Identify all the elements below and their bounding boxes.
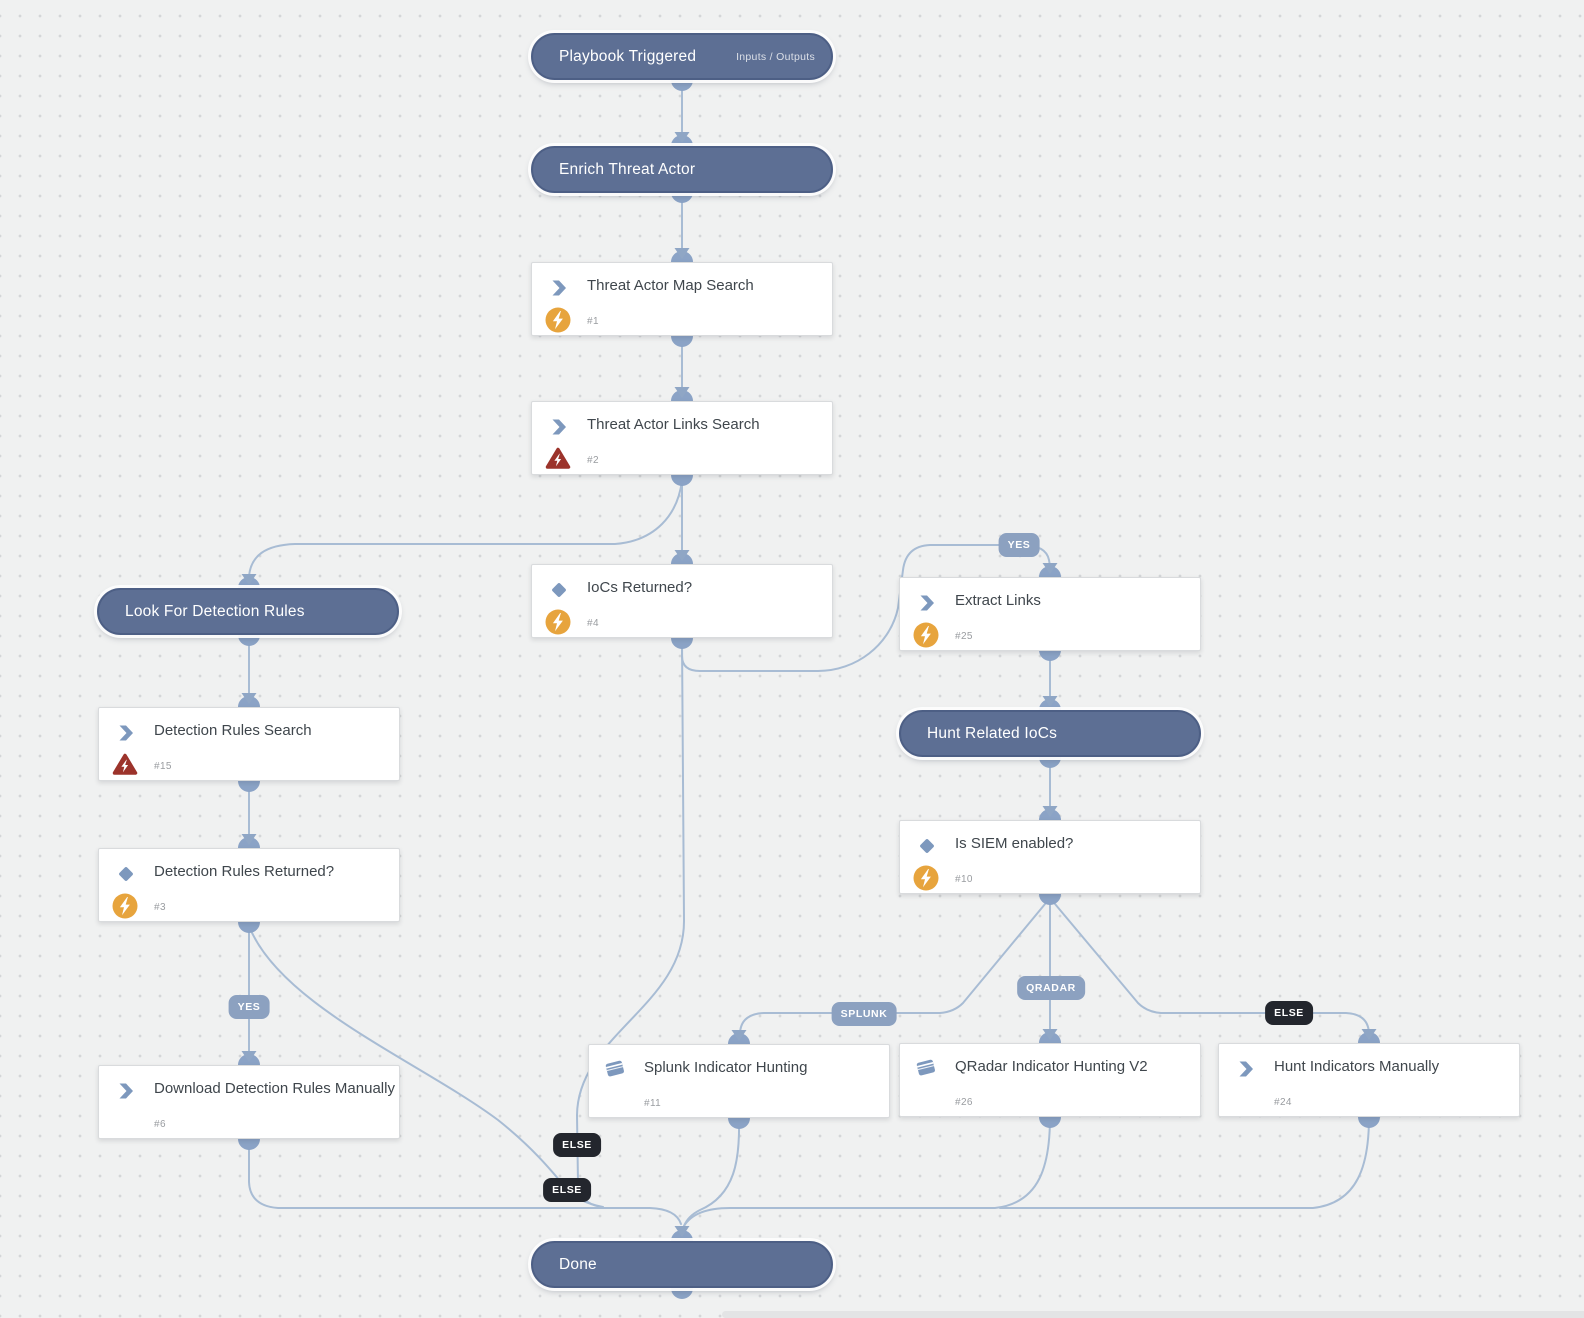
edge-arrowhead bbox=[674, 132, 690, 143]
node-number: #24 bbox=[1274, 1097, 1292, 1108]
action-chevron-icon bbox=[116, 723, 136, 743]
inputs-outputs-link[interactable]: Inputs / Outputs bbox=[736, 50, 815, 63]
success-lightning-icon bbox=[913, 622, 939, 648]
node-done[interactable]: Done bbox=[531, 1241, 833, 1288]
node-title: Splunk Indicator Hunting bbox=[644, 1059, 808, 1076]
branch-label-else-hunt-manually: ELSE bbox=[1265, 1001, 1313, 1025]
node-title: Threat Actor Links Search bbox=[587, 416, 760, 433]
edge-arrowhead bbox=[674, 387, 690, 398]
edge-download-to-done bbox=[248, 1138, 682, 1225]
node-number: #10 bbox=[955, 874, 973, 885]
node-title: Look For Detection Rules bbox=[125, 602, 305, 620]
node-extract-links[interactable]: Extract Links #25 bbox=[899, 577, 1201, 651]
node-detection-rules-search[interactable]: Detection Rules Search #15 bbox=[98, 707, 400, 781]
action-chevron-icon bbox=[549, 417, 569, 437]
success-lightning-icon bbox=[545, 307, 571, 333]
node-title: Is SIEM enabled? bbox=[955, 835, 1074, 852]
edge-arrowhead bbox=[1042, 806, 1058, 817]
action-chevron-icon bbox=[917, 593, 937, 613]
action-chevron-icon bbox=[1236, 1059, 1256, 1079]
playbook-book-icon bbox=[603, 1056, 627, 1080]
node-playbook-triggered[interactable]: Playbook Triggered Inputs / Outputs bbox=[531, 33, 833, 80]
failed-lightning-icon bbox=[112, 752, 138, 778]
node-title: QRadar Indicator Hunting V2 bbox=[955, 1058, 1148, 1075]
branch-label-yes-download: YES bbox=[228, 995, 270, 1019]
node-number: #2 bbox=[587, 455, 599, 466]
node-number: #4 bbox=[587, 618, 599, 629]
horizontal-scrollbar[interactable] bbox=[722, 1311, 1584, 1318]
node-is-siem-enabled[interactable]: Is SIEM enabled? #10 bbox=[899, 820, 1201, 894]
edge-splunk-to-done bbox=[683, 1117, 741, 1227]
node-look-for-detection-rules[interactable]: Look For Detection Rules bbox=[97, 588, 399, 635]
edge-arrowhead bbox=[1361, 1029, 1377, 1040]
edge-arrowhead bbox=[674, 1226, 690, 1237]
node-number: #26 bbox=[955, 1097, 973, 1108]
node-number: #25 bbox=[955, 631, 973, 642]
edge-arrowhead bbox=[674, 248, 690, 259]
edge-arrowhead bbox=[241, 1051, 257, 1062]
node-title: Enrich Threat Actor bbox=[559, 160, 696, 178]
node-hunt-indicators-manually[interactable]: Hunt Indicators Manually #24 bbox=[1218, 1043, 1520, 1117]
node-title: Hunt Related IoCs bbox=[927, 724, 1058, 742]
node-number: #15 bbox=[154, 761, 172, 772]
action-chevron-icon bbox=[549, 278, 569, 298]
node-title: Hunt Indicators Manually bbox=[1274, 1058, 1440, 1075]
action-chevron-icon bbox=[116, 1081, 136, 1101]
node-splunk-indicator-hunting[interactable]: Splunk Indicator Hunting #11 bbox=[588, 1044, 890, 1118]
edge-arrowhead bbox=[241, 834, 257, 845]
node-qradar-indicator-hunting-v2[interactable]: QRadar Indicator Hunting V2 #26 bbox=[899, 1043, 1201, 1117]
node-threat-actor-map-search[interactable]: Threat Actor Map Search #1 bbox=[531, 262, 833, 336]
edge-arrowhead bbox=[1042, 696, 1058, 707]
branch-label-yes-extract-links: YES bbox=[998, 533, 1040, 557]
branch-label-splunk: SPLUNK bbox=[831, 1002, 897, 1026]
node-threat-actor-links-search[interactable]: Threat Actor Links Search #2 bbox=[531, 401, 833, 475]
edge-arrowhead bbox=[241, 574, 257, 585]
success-lightning-icon bbox=[112, 893, 138, 919]
edge-links-to-look-for-detection-rules bbox=[248, 479, 683, 577]
branch-label-else-detection-rules: ELSE bbox=[543, 1178, 591, 1202]
edge-arrowhead bbox=[731, 1030, 747, 1041]
node-title: Detection Rules Returned? bbox=[154, 863, 335, 880]
node-enrich-threat-actor[interactable]: Enrich Threat Actor bbox=[531, 146, 833, 193]
node-title: Download Detection Rules Manually bbox=[154, 1080, 395, 1097]
node-number: #11 bbox=[644, 1098, 662, 1109]
node-title: Detection Rules Search bbox=[154, 722, 312, 739]
node-detection-rules-returned[interactable]: Detection Rules Returned? #3 bbox=[98, 848, 400, 922]
edge-arrowhead bbox=[241, 693, 257, 704]
node-title: IoCs Returned? bbox=[587, 579, 693, 596]
decision-diamond-icon bbox=[917, 836, 937, 856]
decision-diamond-icon bbox=[549, 580, 569, 600]
node-hunt-related-iocs[interactable]: Hunt Related IoCs bbox=[899, 710, 1201, 757]
edge-arrowhead bbox=[1042, 1029, 1058, 1040]
success-lightning-icon bbox=[913, 865, 939, 891]
edge-issiem-else bbox=[1049, 897, 1370, 1034]
edge-arrowhead bbox=[674, 550, 690, 561]
node-title: Threat Actor Map Search bbox=[587, 277, 754, 294]
failed-lightning-icon bbox=[545, 446, 571, 472]
edge-huntind-to-done bbox=[999, 1116, 1370, 1209]
edge-iocs-else-to-done bbox=[575, 640, 686, 1208]
edge-issiem-splunk bbox=[739, 897, 1051, 1034]
success-lightning-icon bbox=[545, 609, 571, 635]
node-number: #3 bbox=[154, 902, 166, 913]
branch-label-qradar: QRADAR bbox=[1017, 976, 1085, 1000]
decision-diamond-icon bbox=[116, 864, 136, 884]
node-download-detection-rules-manually[interactable]: Download Detection Rules Manually #6 bbox=[98, 1065, 400, 1139]
edge-arrowhead bbox=[1042, 563, 1058, 574]
node-title: Extract Links bbox=[955, 592, 1041, 609]
node-number: #6 bbox=[154, 1119, 166, 1130]
node-iocs-returned[interactable]: IoCs Returned? #4 bbox=[531, 564, 833, 638]
playbook-book-icon bbox=[914, 1055, 938, 1079]
node-title: Done bbox=[559, 1255, 597, 1273]
node-title: Playbook Triggered bbox=[559, 47, 697, 65]
node-number: #1 bbox=[587, 316, 599, 327]
branch-label-else-iocs: ELSE bbox=[553, 1133, 601, 1157]
